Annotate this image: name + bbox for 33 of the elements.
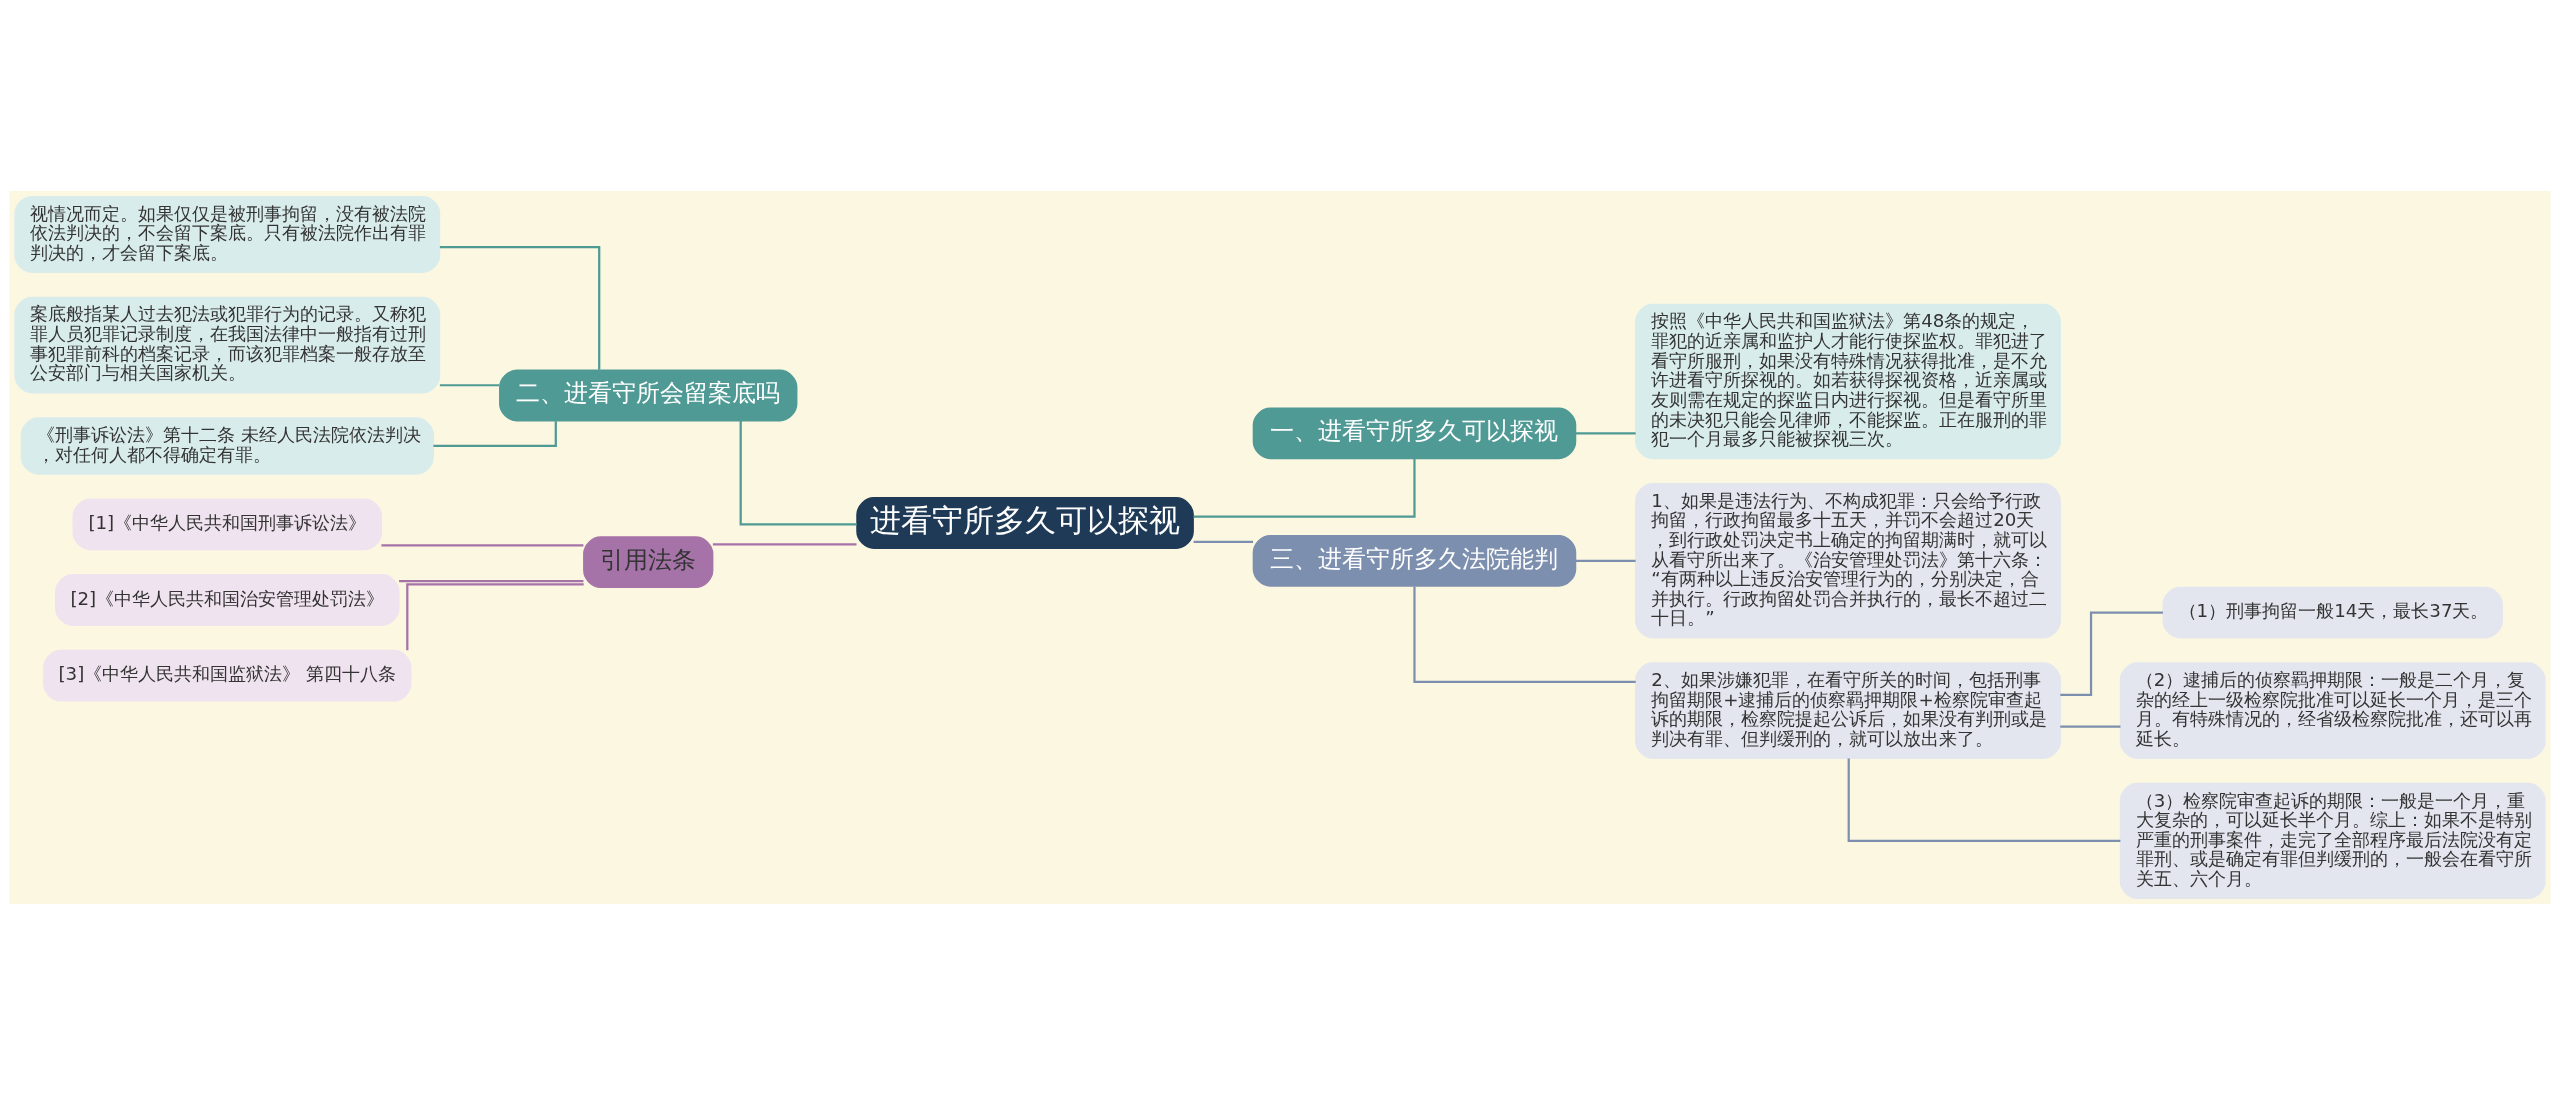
connector xyxy=(1193,540,1254,543)
connector xyxy=(1575,432,1636,435)
node-box: 一、进看守所多久可以探视 xyxy=(1252,407,1577,460)
node-box: [1]《中华人民共和国刑事诉讼法》 xyxy=(72,498,383,551)
node-box: （1）刑事拘留一般14天，最长37天。 xyxy=(2162,586,2503,639)
connector xyxy=(1193,458,1416,518)
node-box: 2、如果涉嫌犯罪，在看守所关的时间，包括刑事拘留期限+逮捕后的侦察羁押期限+检察院审查起诉的期限，检察院提起公诉后，如果没有判刑或是判决有罪、但判缓刑的，就可以放出来了。 xyxy=(1635,662,2061,760)
node-box: 二、进看守所会留案底吗 xyxy=(499,369,798,422)
node-box: （3）检察院审查起诉的期限：一般是一个月，重大复杂的，可以延长半个月。综上：如果不是特别严重的刑事案件，走完了全部程序最后法院没有定罪刑、或是确定有罪但判缓刑的，一般会在看守所关五、六个月。 xyxy=(2119,782,2546,900)
node-box: 1、如果是违法行为、不构成犯罪：只会给予行政拘留，行政拘留最多十五天，并罚不会超过20天，到行政处罚决定书上确定的拘留期满时，就可以从看守所出来了。《治安管理处罚法》第十六条：“有两种以上违反治安管理行为的，分别决定，合并执行。行政拘留处罚合并执行的，最长不超过二十日。” xyxy=(1635,483,2061,639)
node-box: [2]《中华人民共和国治安管理处罚法》 xyxy=(55,574,400,626)
node-box: 按照《中华人民共和国监狱法》第48条的规定，罪犯的近亲属和监护人才能行使探监权。罪犯进了看守所服刑，如果没有特殊情况获得批准，是不允许进看守所探视的。如若获得探视资格，近亲属或友则需在规定的探监日内进行探视。但是看守所里的未决犯只能会见律师，不能探监。正在服刑的罪犯一个月最多只能被探视三次。 xyxy=(1635,303,2061,460)
connector xyxy=(439,384,500,387)
node-box: 视情况而定。如果仅仅是被刑事拘留，没有被法院依法判决的，不会留下案底。只有被法院作出有罪判决的，才会留下案底。 xyxy=(14,195,441,273)
connector xyxy=(439,245,601,370)
connector xyxy=(1413,586,1636,684)
node-box: 三、进看守所多久法院能判 xyxy=(1252,534,1577,587)
node-box: 案底般指某人过去犯法或犯罪行为的记录。又称犯罪人员犯罪记录制度，在我国法律中一般指有过刑事犯罪前科的档案记录，而该犯罪档案一般存放至公安部门与相关国家机关。 xyxy=(14,296,441,394)
connector xyxy=(1847,758,2121,843)
node-box: （2）逮捕后的侦察羁押期限：一般是二个月，复杂的经上一级检察院批准可以延长一个月，是三个月。有特殊情况的，经省级检察院批准，还可以再延长。 xyxy=(2119,662,2546,760)
node-box: 引用法条 xyxy=(583,536,714,589)
connector xyxy=(1575,559,1636,562)
connector xyxy=(712,543,857,546)
connector xyxy=(406,583,584,651)
node-box: 进看守所多久可以探视 xyxy=(856,497,1194,549)
node-box: [3]《中华人民共和国监狱法》 第四十八条 xyxy=(43,649,412,702)
connector xyxy=(2060,611,2163,696)
connector xyxy=(739,421,857,526)
node-box: 《刑事诉讼法》第十二条 未经人民法院依法判决，对任何人都不得确定有罪。 xyxy=(20,417,434,475)
connector xyxy=(433,421,557,448)
connector xyxy=(2060,725,2121,728)
connector xyxy=(399,580,584,583)
connector xyxy=(381,544,584,547)
